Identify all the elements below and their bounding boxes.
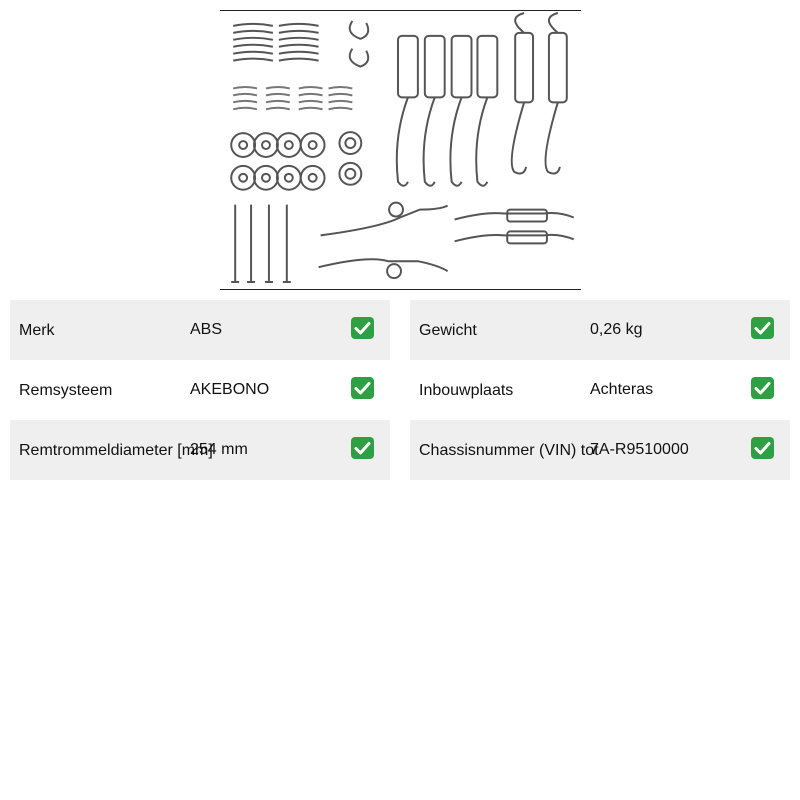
spec-value: ABS xyxy=(190,321,223,338)
spec-label: Inbouwplaats xyxy=(419,382,514,399)
spec-column-right: Gewicht 0,26 kg Inbouwplaats Achteras Ch… xyxy=(410,300,790,480)
spec-value: AKEBONO xyxy=(190,381,270,398)
spec-grid: Merk ABS Remsysteem AKEBONO Remtrommeldi… xyxy=(10,300,790,480)
spec-value: Achteras xyxy=(590,381,654,398)
small-spring-icon xyxy=(232,85,353,111)
spec-value: 0,26 kg xyxy=(590,321,643,338)
spec-label: Remtrommeldiameter [mm] xyxy=(19,442,213,459)
spec-label: Merk xyxy=(19,322,55,339)
checkmark-icon xyxy=(350,316,375,340)
washer-icon xyxy=(230,131,363,191)
lever-spring-icon xyxy=(318,201,575,280)
spec-row-gewicht: Gewicht 0,26 kg xyxy=(410,300,790,360)
spec-label: Chassisnummer (VIN) tot xyxy=(419,442,599,459)
spec-label: Remsysteem xyxy=(19,382,113,399)
tension-spring-icon xyxy=(510,12,568,175)
checkmark-icon xyxy=(750,436,775,460)
spec-value: 254 mm xyxy=(190,441,248,458)
spec-label: Gewicht xyxy=(419,322,477,339)
spec-row-merk: Merk ABS xyxy=(10,300,390,360)
checkmark-icon xyxy=(750,316,775,340)
spec-value: 7A-R9510000 xyxy=(590,441,689,458)
checkmark-icon xyxy=(350,436,375,460)
spec-row-remtrommeldiameter: Remtrommeldiameter [mm] 254 mm xyxy=(10,420,390,480)
brake-spring-kit-image xyxy=(230,12,575,284)
product-image xyxy=(220,10,581,290)
spec-row-inbouwplaats: Inbouwplaats Achteras xyxy=(410,360,790,420)
hold-down-pin-icon xyxy=(231,204,291,284)
spec-row-chassisnummer: Chassisnummer (VIN) tot 7A-R9510000 xyxy=(410,420,790,480)
return-spring-icon xyxy=(395,34,499,187)
spec-column-left: Merk ABS Remsysteem AKEBONO Remtrommeldi… xyxy=(10,300,390,480)
coil-spring-icon xyxy=(233,22,319,62)
checkmark-icon xyxy=(350,376,375,400)
checkmark-icon xyxy=(750,376,775,400)
spec-row-remsysteem: Remsysteem AKEBONO xyxy=(10,360,390,420)
